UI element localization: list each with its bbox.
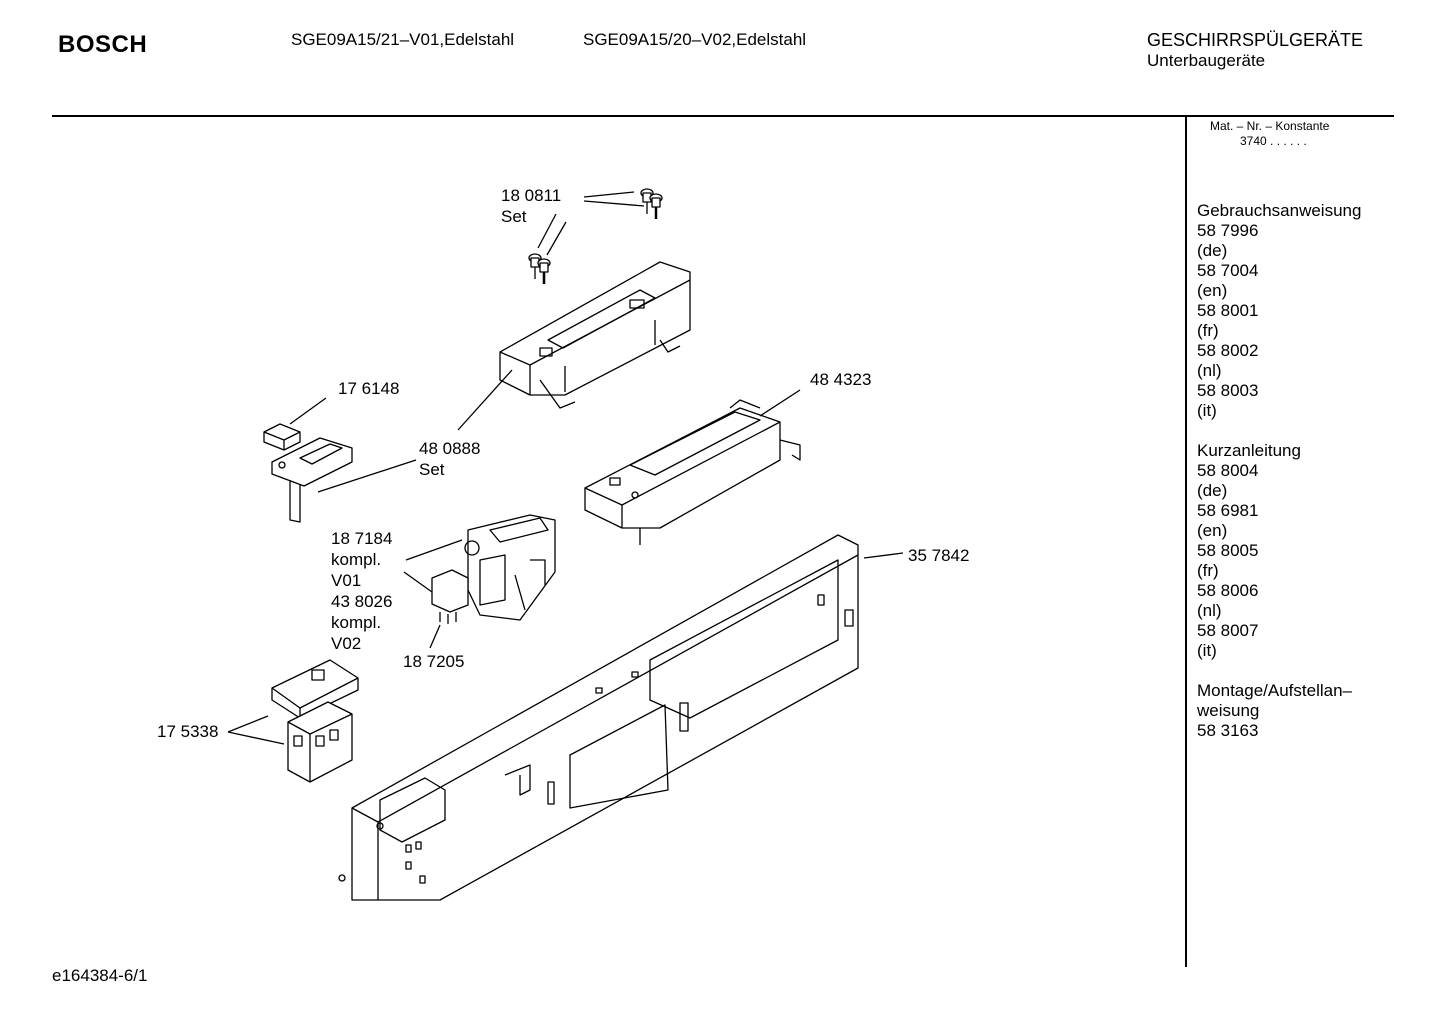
sidebar-divider	[1185, 117, 1187, 967]
part-number: 18 0811	[501, 186, 562, 205]
doc-line: (en)	[1197, 521, 1228, 540]
model-number-v02: SGE09A15/20–V02,Edelstahl	[583, 30, 807, 49]
part-note: kompl.	[331, 550, 382, 569]
doc-line: (en)	[1197, 281, 1228, 300]
doc-line: 58 6981	[1197, 501, 1259, 520]
doc-title-gebrauchsanweisung: Gebrauchsanweisung	[1197, 201, 1362, 220]
doc-line: 58 8003	[1197, 381, 1259, 400]
part-note: V01	[331, 571, 362, 590]
part-label-187205: 18 7205	[403, 651, 464, 672]
doc-line: 58 8007	[1197, 621, 1259, 640]
part-label-176148: 17 6148	[338, 378, 399, 399]
brand-logo: BOSCH	[58, 31, 148, 58]
material-number-label: Mat. – Nr. – Konstante	[1210, 119, 1330, 133]
doc-line: (fr)	[1197, 321, 1219, 340]
relay-drawing	[271, 659, 359, 783]
part-note: V02	[331, 634, 362, 653]
doc-line: 58 8006	[1197, 581, 1259, 600]
doc-line: (de)	[1197, 481, 1228, 500]
doc-line: 58 7996	[1197, 221, 1259, 240]
doc-line: 58 8005	[1197, 541, 1259, 560]
part-label-180811: 18 0811 Set	[501, 185, 561, 227]
part-number: 17 5338	[157, 722, 219, 741]
part-label-175338: 17 5338	[157, 721, 218, 742]
part-number: 18 7184	[331, 529, 393, 548]
control-housing-drawing	[499, 261, 691, 409]
doc-line: 58 8001	[1197, 301, 1259, 320]
leader-lines	[227, 191, 904, 745]
doc-line: (it)	[1197, 401, 1217, 420]
part-label-357842: 35 7842	[908, 545, 969, 566]
doc-line: weisung	[1197, 701, 1260, 720]
doc-line: (it)	[1197, 641, 1217, 660]
document-list: Gebrauchsanweisung 58 7996 (de) 58 7004 …	[1197, 201, 1361, 741]
part-number: 48 0888	[419, 439, 481, 458]
control-panel-frame-drawing	[338, 534, 859, 901]
doc-title-montage: Montage/Aufstellan–	[1197, 681, 1352, 700]
doc-line: 58 8004	[1197, 461, 1259, 480]
part-number: 17 6148	[338, 379, 400, 398]
doc-line: (nl)	[1197, 601, 1222, 620]
material-number-value: 3740 . . . . . .	[1240, 134, 1307, 148]
part-label-187184: 18 7184 kompl. V01 43 8026 kompl. V02	[331, 528, 392, 654]
switch-assembly-drawing	[431, 514, 556, 624]
part-note: Set	[501, 207, 527, 226]
part-number: 43 8026	[331, 592, 393, 611]
header-divider	[52, 115, 1394, 117]
doc-line: 58 3163	[1197, 721, 1259, 740]
subcategory-title: Unterbaugeräte	[1147, 51, 1266, 70]
doc-line: (de)	[1197, 241, 1228, 260]
part-label-480888: 48 0888 Set	[419, 438, 480, 480]
display-module-drawing	[584, 399, 801, 545]
doc-line: (fr)	[1197, 561, 1219, 580]
category-title: GESCHIRRSPÜLGERÄTE	[1147, 30, 1364, 50]
part-number: 18 7205	[403, 652, 465, 671]
clip-and-bracket-drawing	[263, 423, 353, 523]
part-note: Set	[419, 460, 445, 479]
part-note: kompl.	[331, 613, 382, 632]
drawing-id: e164384-6/1	[52, 966, 148, 985]
doc-line: 58 8002	[1197, 341, 1259, 360]
part-number: 48 4323	[810, 370, 872, 389]
part-number: 35 7842	[908, 546, 970, 565]
screw-set-drawing	[528, 188, 663, 284]
material-number-block: Mat. – Nr. – Konstante 3740 . . . . . .	[1210, 119, 1329, 149]
doc-line: (nl)	[1197, 361, 1222, 380]
model-number-v01: SGE09A15/21–V01,Edelstahl	[291, 30, 515, 49]
doc-line: 58 7004	[1197, 261, 1259, 280]
doc-title-kurzanleitung: Kurzanleitung	[1197, 441, 1301, 460]
exploded-parts-drawing	[227, 188, 904, 901]
part-label-484323: 48 4323	[810, 369, 871, 390]
